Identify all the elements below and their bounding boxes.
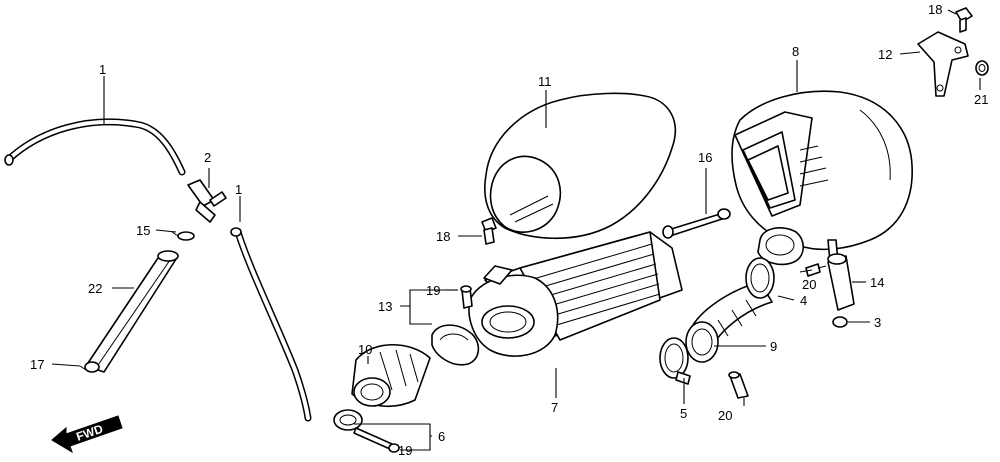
callout-18-top: 18	[928, 2, 942, 17]
callout-8: 8	[792, 44, 799, 59]
screw-20-lower	[728, 371, 749, 399]
callout-4: 4	[800, 293, 807, 308]
stay-12	[917, 31, 969, 97]
breather-tube-lower	[230, 227, 312, 422]
bolt-18-top	[955, 7, 973, 33]
callout-22: 22	[88, 281, 102, 296]
callout-5: 5	[680, 406, 687, 421]
callout-18-center: 18	[436, 229, 450, 244]
screw-19-upper	[460, 285, 473, 309]
callout-20-upper: 20	[802, 277, 816, 292]
callout-1-lower: 1	[235, 182, 242, 197]
bolt-18-center	[481, 217, 497, 245]
air-cleaner-case-8	[731, 90, 913, 266]
clip-3	[832, 316, 848, 328]
drain-plug-14	[827, 253, 855, 311]
band-6	[333, 409, 363, 431]
callout-9: 9	[770, 339, 777, 354]
connecting-tube-9	[685, 281, 773, 363]
callout-3: 3	[874, 315, 881, 330]
gasket-13	[431, 324, 480, 366]
callout-19-upper: 19	[426, 283, 440, 298]
fwd-arrow-icon: FWD	[51, 415, 123, 454]
callout-20-lower: 20	[718, 408, 732, 423]
screw-19-lower	[353, 427, 400, 453]
drain-tube-22	[85, 250, 179, 373]
breather-tube-upper	[4, 118, 186, 176]
intake-duct-10	[351, 343, 431, 408]
tube-band-5	[659, 337, 691, 385]
air-cleaner-element-7	[468, 231, 683, 357]
callout-11: 11	[538, 74, 552, 89]
callout-21: 21	[974, 92, 988, 107]
callout-6: 6	[438, 429, 445, 444]
element-cover-11	[484, 92, 677, 240]
hose-clip-15	[171, 231, 195, 241]
callout-14: 14	[870, 275, 884, 290]
callout-10: 10	[358, 342, 372, 357]
callout-7: 7	[551, 400, 558, 415]
tube-clip-17	[79, 361, 100, 373]
callout-2: 2	[204, 150, 211, 165]
callout-1-upper: 1	[99, 62, 106, 77]
screw-20-upper	[805, 263, 827, 277]
nut-21	[975, 60, 989, 76]
callout-19-lower: 19	[398, 443, 412, 458]
bolt-16	[662, 208, 731, 239]
callout-15: 15	[136, 223, 150, 238]
fwd-label: FWD	[74, 422, 105, 444]
tube-band-4	[745, 257, 775, 299]
callout-17: 17	[30, 357, 44, 372]
callout-13: 13	[378, 299, 392, 314]
three-way-joint	[187, 179, 227, 223]
callout-12: 12	[878, 47, 892, 62]
leader-lines	[51, 9, 981, 451]
callout-16: 16	[698, 150, 712, 165]
